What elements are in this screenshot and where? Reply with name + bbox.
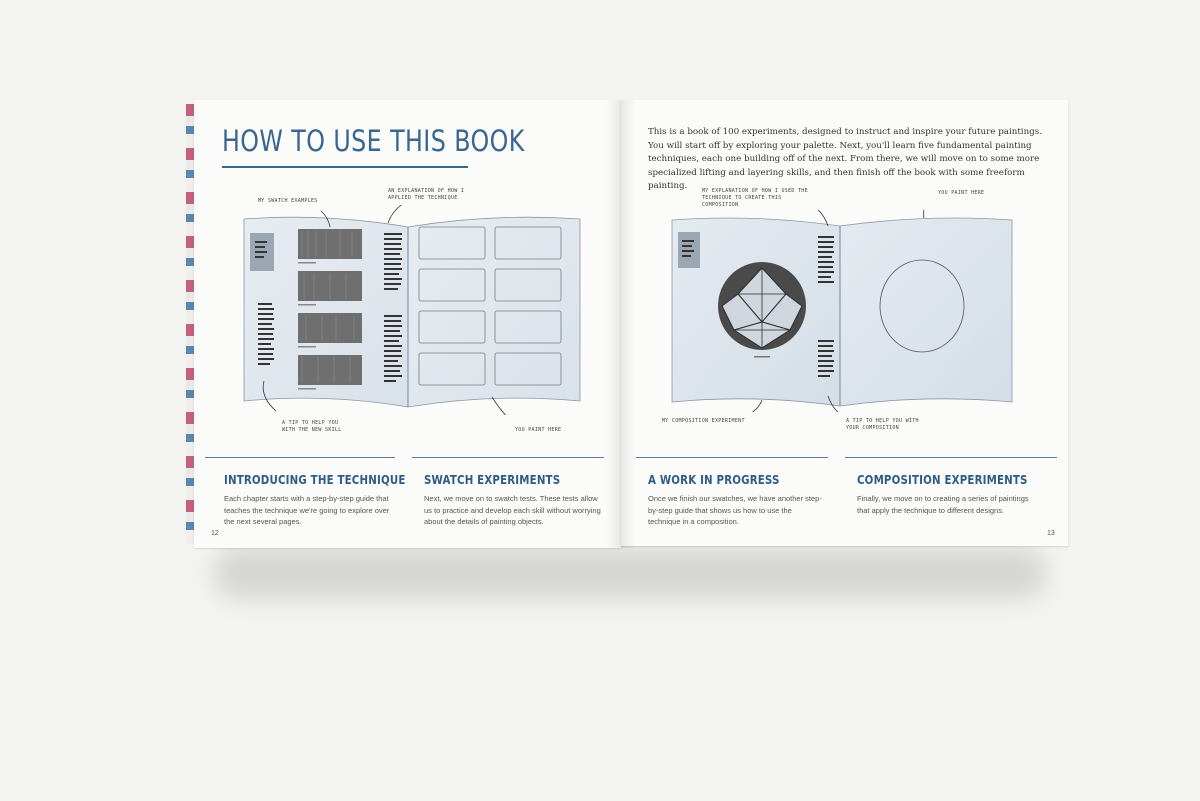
- page-title: HOW TO USE THIS BOOK: [222, 124, 525, 158]
- book-shadow: [215, 548, 1045, 598]
- annotation-composition-experiment: MY COMPOSITION EXPERIMENT: [662, 418, 745, 424]
- annotation-tip-skill: A TIP TO HELP YOU WITH THE NEW SKILL: [282, 420, 342, 433]
- annotation-explanation-composition: MY EXPLANATION OF HOW I USED THE TECHNIQ…: [702, 188, 808, 208]
- section-title-composition: COMPOSITION EXPERIMENTS: [857, 472, 1028, 487]
- section-rule-2: [412, 457, 604, 458]
- section-rule-4: [845, 457, 1057, 458]
- section-rule-3: [636, 457, 828, 458]
- section-title-swatch: SWATCH EXPERIMENTS: [424, 472, 561, 487]
- swatch-spread-illustration: [243, 205, 581, 415]
- section-body-composition: Finally, we move on to creating a series…: [857, 494, 1029, 515]
- section-body-swatch: Next, we move on to swatch tests. These …: [424, 494, 601, 526]
- annotation-you-paint-left: YOU PAINT HERE: [515, 427, 562, 433]
- section-title-introducing: INTRODUCING THE TECHNIQUE: [224, 472, 406, 487]
- section-body-introducing: Each chapter starts with a step-by-step …: [224, 494, 390, 526]
- composition-spread-illustration: [671, 210, 1013, 412]
- annotation-you-paint-right: YOU PAINT HERE: [938, 190, 985, 196]
- page-edges: [186, 104, 194, 544]
- section-rule-1: [205, 457, 395, 458]
- annotation-swatch-examples: MY SWATCH EXAMPLES: [258, 198, 318, 204]
- page-number-right: 13: [1047, 530, 1055, 537]
- intro-paragraph: This is a book of 100 experiments, desig…: [648, 127, 1042, 191]
- annotation-tip-composition: A TIP TO HELP YOU WITH YOUR COMPOSITION: [846, 418, 919, 431]
- page-number-left: 12: [211, 530, 219, 537]
- section-title-work-in-progress: A WORK IN PROGRESS: [648, 472, 780, 487]
- annotation-explanation-technique: AN EXPLANATION OF HOW I APPLIED THE TECH…: [388, 188, 465, 201]
- book-gutter: [606, 100, 636, 548]
- section-body-work-in-progress: Once we finish our swatches, we have ano…: [648, 494, 822, 526]
- title-underline: [222, 166, 468, 168]
